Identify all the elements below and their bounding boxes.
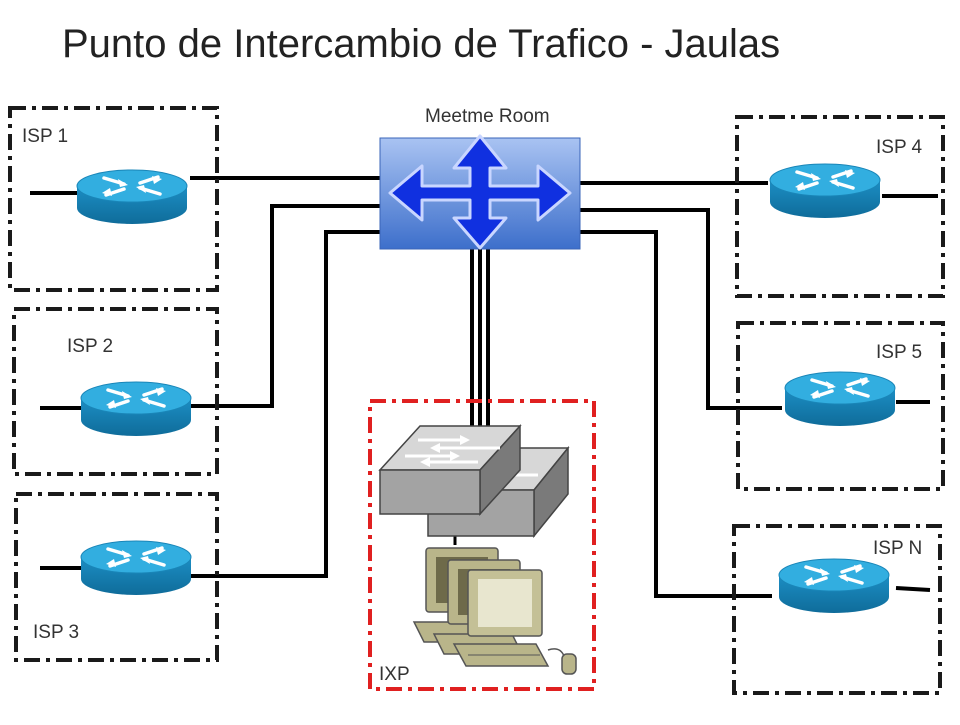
switch-icon-front [378, 424, 522, 516]
isp3-label: ISP 3 [33, 622, 80, 643]
router-icon-isp5 [783, 370, 897, 428]
isp5-label: ISP 5 [876, 342, 923, 363]
router-icon-isp4 [768, 162, 882, 220]
cage-isp2 [12, 307, 219, 476]
cages [8, 106, 945, 695]
cage-ixp [368, 399, 596, 691]
ixp-label: IXP [379, 664, 410, 685]
workstation-icon [412, 547, 577, 675]
cage-isp4 [735, 115, 945, 298]
isp1-label: ISP 1 [22, 126, 69, 147]
isp2-label: ISP 2 [67, 336, 114, 357]
cage-isp5 [736, 321, 945, 491]
isp4-label: ISP 4 [876, 137, 923, 158]
four-way-arrow-icon [388, 134, 572, 250]
router-icon-ispn [777, 557, 891, 615]
router-icon-isp3 [79, 539, 193, 597]
cage-ispn [732, 524, 942, 695]
cage-isp1 [8, 106, 219, 292]
meetme-room [379, 134, 581, 250]
router-icon-isp2 [79, 380, 193, 438]
links [30, 176, 938, 598]
meetme-room-label: Meetme Room [425, 106, 550, 127]
ispn-label: ISP N [873, 538, 923, 559]
cage-isp3 [14, 492, 219, 662]
router-icon-isp1 [75, 168, 189, 226]
page-title: Punto de Intercambio de Trafico - Jaulas [62, 22, 781, 66]
